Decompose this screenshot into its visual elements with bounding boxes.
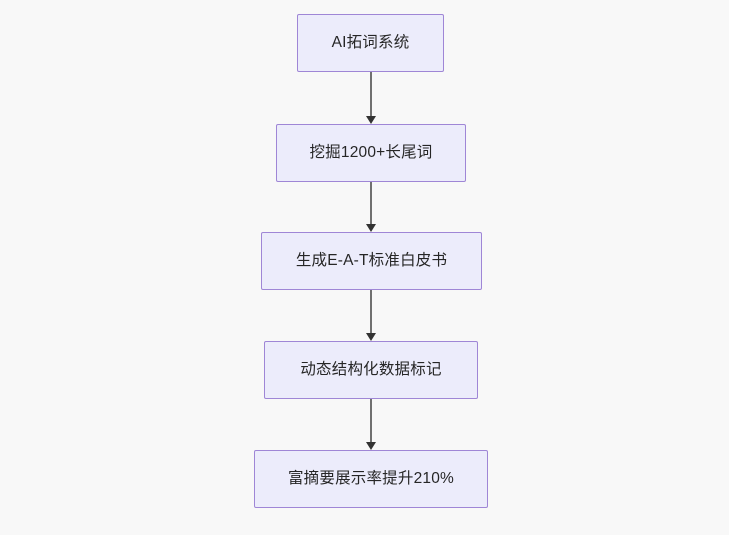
connector-node2-to-node3: [364, 182, 378, 232]
connector-line: [370, 72, 372, 117]
flowchart-node-1[interactable]: AI拓词系统: [297, 14, 444, 72]
connector-line: [370, 290, 372, 334]
connector-line: [370, 182, 372, 225]
flowchart-node-label: 富摘要展示率提升210%: [287, 470, 455, 488]
flowchart-node-2[interactable]: 挖掘1200+长尾词: [276, 124, 466, 182]
connector-line: [370, 399, 372, 443]
flowchart-node-label: AI拓词系统: [331, 34, 410, 52]
arrowhead-icon: [366, 333, 376, 341]
flowchart-node-label: 生成E-A-T标准白皮书: [295, 252, 448, 270]
arrowhead-icon: [366, 442, 376, 450]
flowchart-node-label: 动态结构化数据标记: [300, 361, 442, 379]
flowchart-node-label: 挖掘1200+长尾词: [309, 144, 433, 162]
connector-node3-to-node4: [364, 290, 378, 341]
connector-node4-to-node5: [364, 399, 378, 450]
connector-node1-to-node2: [364, 72, 378, 124]
arrowhead-icon: [366, 116, 376, 124]
flowchart-node-3[interactable]: 生成E-A-T标准白皮书: [261, 232, 482, 290]
arrowhead-icon: [366, 224, 376, 232]
flowchart-node-4[interactable]: 动态结构化数据标记: [264, 341, 478, 399]
flowchart-node-5[interactable]: 富摘要展示率提升210%: [254, 450, 488, 508]
